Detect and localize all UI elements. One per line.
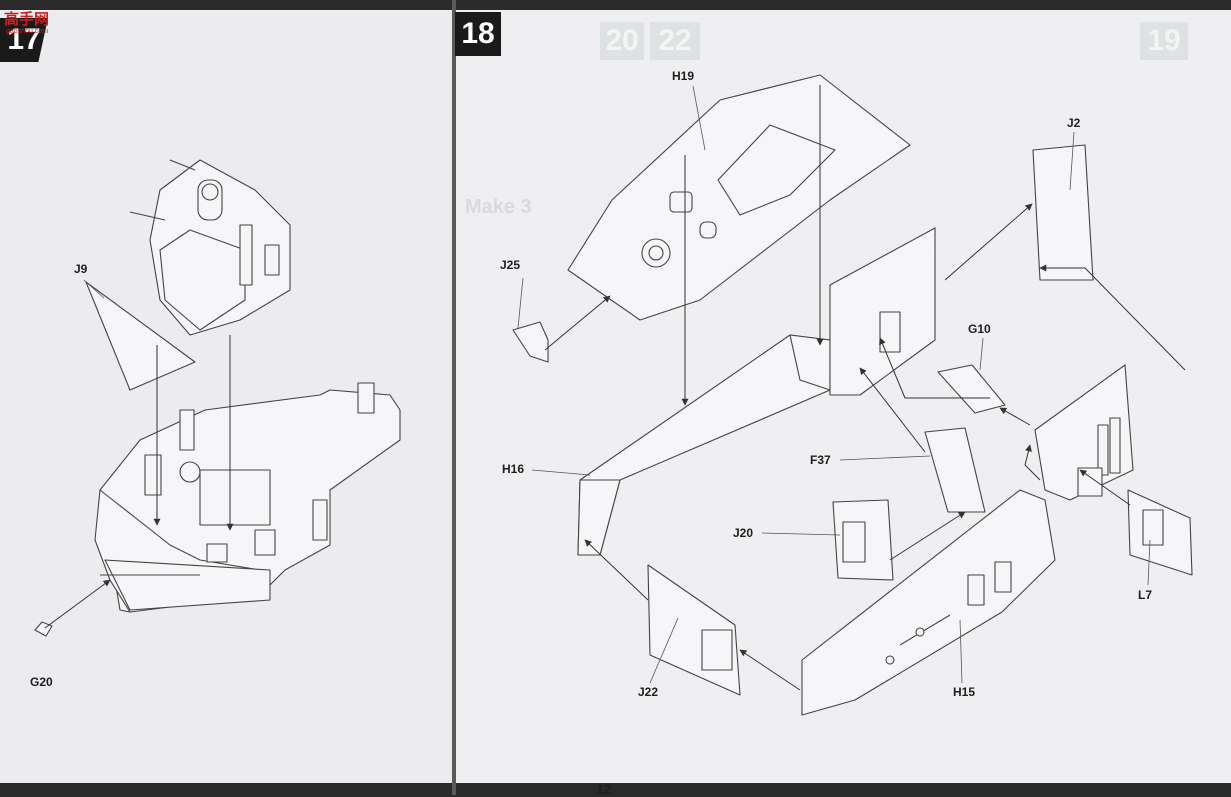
- label-j9: J9: [74, 262, 87, 276]
- part-j2: [1033, 145, 1093, 280]
- label-j22: J22: [638, 685, 658, 699]
- turret-top-part: [130, 160, 290, 335]
- inner-wall-assembly: [830, 228, 935, 395]
- part-f37: [925, 428, 985, 512]
- part-j22: [648, 565, 740, 695]
- label-h19: H19: [672, 69, 694, 83]
- hull-floor-plate: [95, 383, 400, 612]
- part-j20: [833, 500, 893, 580]
- label-g20: G20: [30, 675, 53, 689]
- label-j25: J25: [500, 258, 520, 272]
- part-l7: [1128, 490, 1192, 575]
- label-l7: L7: [1138, 588, 1152, 602]
- label-f37: F37: [810, 453, 831, 467]
- label-j20: J20: [733, 526, 753, 540]
- part-h16: [578, 335, 830, 555]
- label-h16: H16: [502, 462, 524, 476]
- label-g10: G10: [968, 322, 991, 336]
- label-j2: J2: [1067, 116, 1080, 130]
- label-h15: H15: [953, 685, 975, 699]
- rear-plate-assembly: [1035, 365, 1133, 500]
- part-g10: [938, 365, 1005, 413]
